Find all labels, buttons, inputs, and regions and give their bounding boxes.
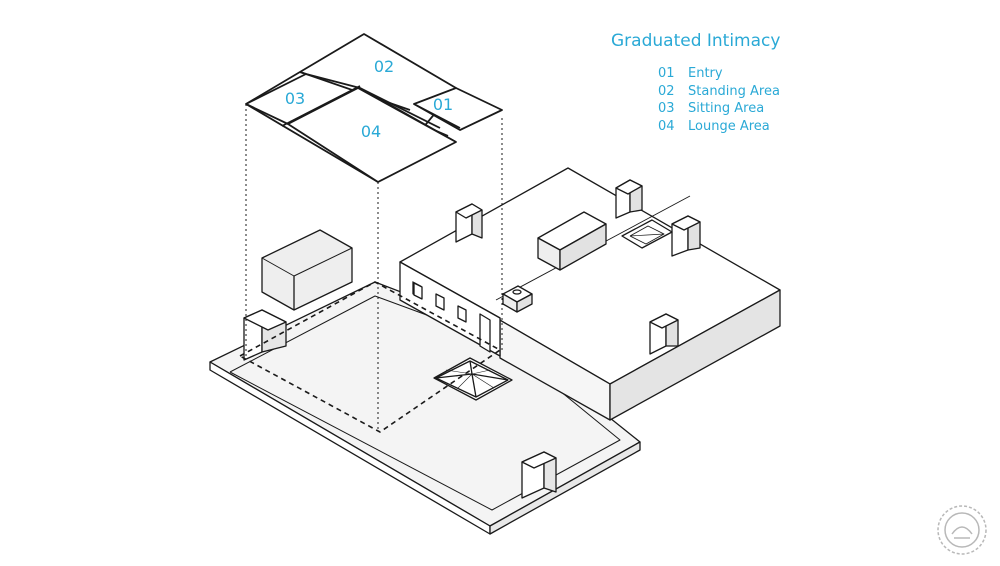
building-block xyxy=(399,167,781,421)
zone-label-standing: 02 xyxy=(373,57,395,76)
legend-item-label: Entry xyxy=(688,66,723,81)
legend-item-number: 03 xyxy=(658,101,675,116)
zone-label-entry: 01 xyxy=(432,95,454,114)
legend-item: 04 Lounge Area xyxy=(658,118,780,136)
legend-item-number: 01 xyxy=(658,66,675,81)
dashed-footprint xyxy=(239,281,501,433)
legend-list: 01 Entry 02 Standing Area 03 Sitting Area 0… xyxy=(611,65,780,135)
zone-label-lounge: 04 xyxy=(360,122,382,141)
stamp-seal-icon xyxy=(937,505,987,555)
legend-item-number: 04 xyxy=(658,118,675,134)
legend-item-number: 02 xyxy=(658,83,675,99)
terrace-skylight xyxy=(433,357,513,401)
legend-item: 02 Standing Area xyxy=(658,83,780,101)
legend-item: 01 Entry xyxy=(658,65,780,83)
floating-plan xyxy=(245,33,503,183)
legend-item: 03 Sitting Area xyxy=(658,100,780,118)
legend-item-label: Sitting Area xyxy=(688,101,765,116)
terrace-slab xyxy=(209,229,641,535)
zone-label-sitting: 03 xyxy=(284,89,306,108)
legend-item-label: Lounge Area xyxy=(688,118,770,134)
legend: Graduated Intimacy 01 Entry 02 Standing Ar… xyxy=(611,31,780,135)
legend-item-label: Standing Area xyxy=(688,83,780,99)
legend-title: Graduated Intimacy xyxy=(611,31,781,51)
projection-lines xyxy=(245,104,503,432)
